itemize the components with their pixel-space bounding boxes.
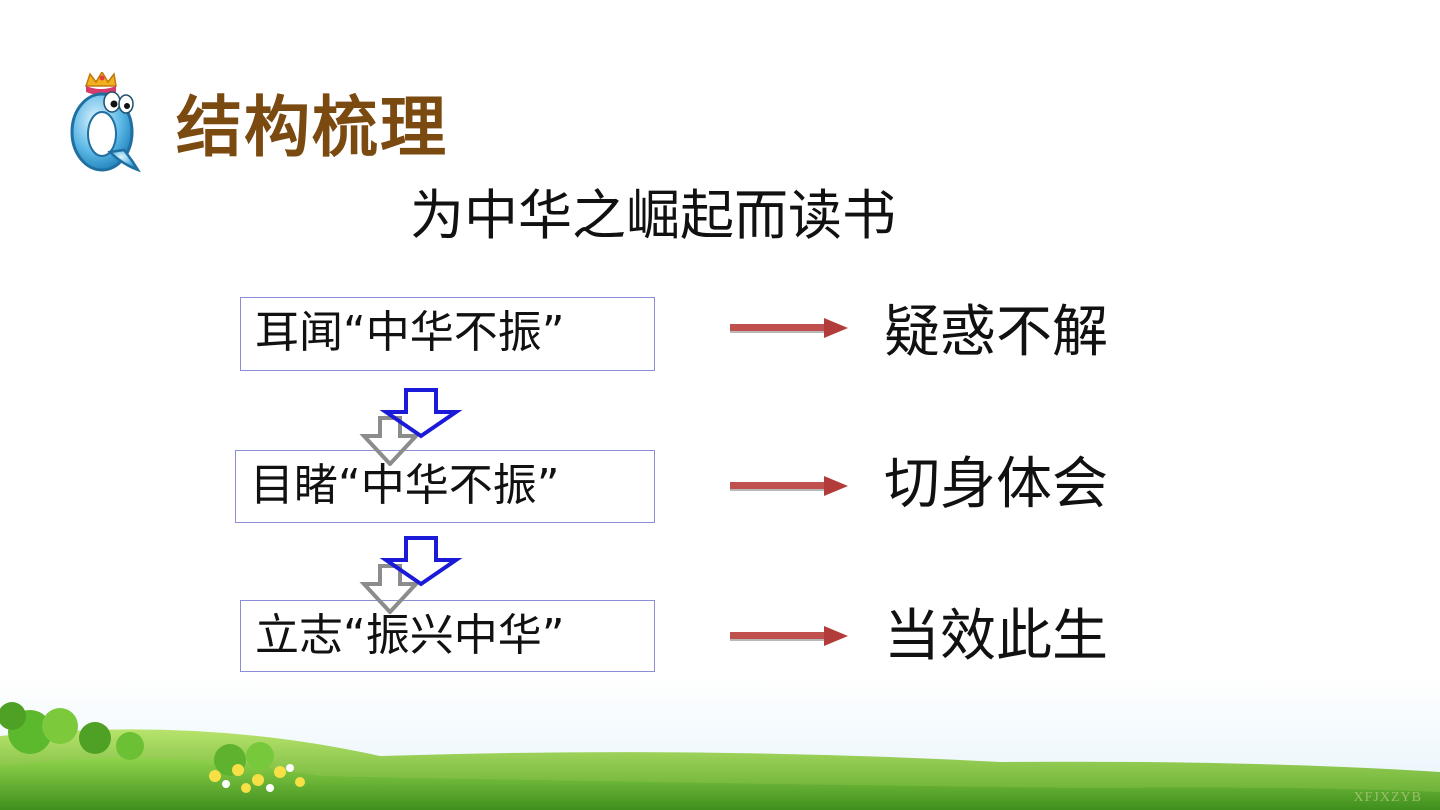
section-title: 结构梳理 [176, 89, 448, 166]
right-arrow-icon [730, 476, 848, 496]
grass-hill-scenery [0, 676, 1440, 810]
right-arrow-icon [730, 626, 848, 646]
flow-box-witness: 目睹“中华不振” [235, 450, 655, 523]
result-experience: 切身体会 [884, 452, 1108, 517]
result-confused: 疑惑不解 [884, 300, 1108, 365]
main-title-text: 为中华之崛起而读书 [410, 184, 896, 247]
right-arrow-icon [730, 318, 848, 338]
flow-box-resolve: 立志“振兴中华” [240, 600, 655, 672]
down-arrow-icon [359, 536, 463, 614]
main-title: 为中华之崛起而读书 [0, 184, 1440, 248]
flow-box-hear: 耳闻“中华不振” [240, 297, 655, 371]
result-dedicate: 当效此生 [884, 604, 1108, 669]
down-arrow-icon [359, 388, 463, 466]
q-mascot-icon [70, 72, 141, 173]
watermark: XFJXZYB [1353, 790, 1422, 805]
